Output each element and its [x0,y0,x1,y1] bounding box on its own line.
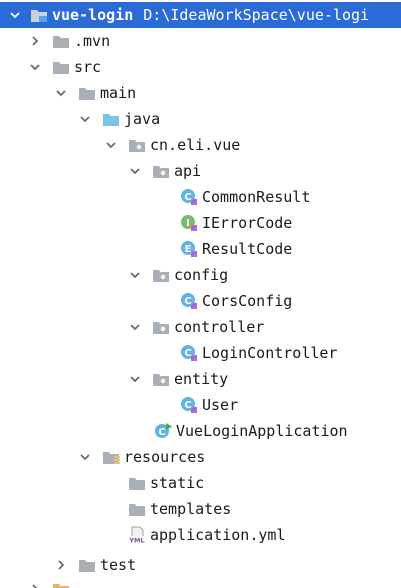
tree-row-vue-login-application[interactable]: C VueLoginApplication [0,418,401,444]
chevron-right-icon[interactable] [28,34,42,48]
chevron-down-icon[interactable] [128,320,142,334]
tree-row-controller[interactable]: controller [0,314,401,340]
svg-text:YML: YML [128,537,144,545]
folder-label: java [124,110,161,128]
class-icon: C [180,188,198,206]
source-folder-icon [102,110,120,128]
tree-row-api[interactable]: api [0,158,401,184]
class-label: User [202,396,239,414]
class-icon: C [180,344,198,362]
tree-row-common-result[interactable]: C CommonResult [0,184,401,210]
file-label: application.yml [150,526,286,544]
chevron-down-icon[interactable] [78,112,92,126]
chevron-down-icon[interactable] [28,60,42,74]
yml-file-icon: YML [128,526,146,544]
folder-icon [78,84,96,102]
tree-row-config[interactable]: config [0,262,401,288]
package-icon [152,266,170,284]
chevron-down-icon[interactable] [128,164,142,178]
tree-row-main[interactable]: main [0,80,401,106]
folder-icon [52,58,70,76]
class-icon: C [180,292,198,310]
interface-label: IErrorCode [202,214,293,232]
chevron-down-icon[interactable] [104,138,118,152]
svg-text:C: C [184,192,191,203]
folder-label: static [150,474,205,492]
folder-label: .mvn [74,32,111,50]
package-icon [152,318,170,336]
folder-icon [52,580,70,588]
resources-folder-icon [102,448,120,466]
folder-label: templates [150,500,232,518]
tree-row-test[interactable]: test [0,552,401,578]
tree-row-mvn[interactable]: .mvn [0,28,401,54]
folder-label: resources [124,448,206,466]
tree-row-java[interactable]: java [0,106,401,132]
package-label: api [174,162,202,180]
folder-label: main [100,84,137,102]
tree-row-package[interactable]: cn.eli.vue [0,132,401,158]
tree-row-result-code[interactable]: E ResultCode [0,236,401,262]
tree-row-login-controller[interactable]: C LoginController [0,340,401,366]
class-label: CorsConfig [202,292,293,310]
folder-icon [52,32,70,50]
tree-row-project-root[interactable]: vue-login D:\IdeaWorkSpace\vue-logi [0,2,401,28]
tree-row-ierror-code[interactable]: I IErrorCode [0,210,401,236]
project-path: D:\IdeaWorkSpace\vue-logi [143,6,370,24]
svg-text:C: C [184,296,191,307]
package-icon [152,162,170,180]
svg-text:C: C [184,400,191,411]
package-icon [128,136,146,154]
folder-label: src [74,58,102,76]
folder-label: test [100,556,137,574]
folder-icon [128,500,146,518]
project-name: vue-login [52,6,134,24]
tree-row-application-yml[interactable]: YML application.yml [0,522,401,548]
spring-application-class-icon: C [154,422,172,440]
tree-row-resources[interactable]: resources [0,444,401,470]
svg-text:C: C [158,427,165,438]
tree-row-entity[interactable]: entity [0,366,401,392]
chevron-down-icon[interactable] [54,86,68,100]
chevron-down-icon[interactable] [8,8,22,22]
interface-icon: I [180,214,198,232]
enum-label: ResultCode [202,240,293,258]
class-label: CommonResult [202,188,311,206]
chevron-right-icon[interactable] [54,558,68,572]
tree-row-cors-config[interactable]: C CorsConfig [0,288,401,314]
chevron-down-icon[interactable] [128,268,142,282]
package-icon [152,370,170,388]
chevron-right-icon[interactable] [28,582,42,588]
folder-icon [128,474,146,492]
enum-icon: E [180,240,198,258]
folder-icon [78,556,96,574]
package-label: config [174,266,229,284]
package-label: entity [174,370,229,388]
package-label: cn.eli.vue [150,136,241,154]
package-label: controller [174,318,265,336]
svg-text:C: C [184,348,191,359]
class-label: VueLoginApplication [176,422,348,440]
svg-text:I: I [186,218,190,229]
tree-row-partial[interactable] [0,576,401,588]
module-folder-icon [30,6,48,24]
tree-row-user[interactable]: C User [0,392,401,418]
chevron-down-icon[interactable] [128,372,142,386]
tree-row-static[interactable]: static [0,470,401,496]
class-label: LoginController [202,344,338,362]
tree-row-src[interactable]: src [0,54,401,80]
chevron-down-icon[interactable] [78,450,92,464]
tree-row-templates[interactable]: templates [0,496,401,522]
svg-text:E: E [185,244,192,255]
class-icon: C [180,396,198,414]
